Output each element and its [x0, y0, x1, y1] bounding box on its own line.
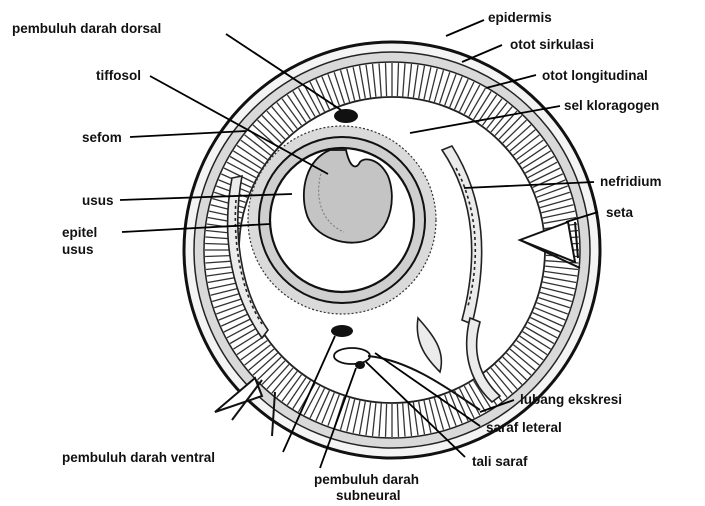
label-otot-longitudinal: otot longitudinal — [542, 68, 648, 83]
label-nefridium: nefridium — [600, 174, 662, 189]
label-seta: seta — [606, 205, 634, 220]
label-usus: usus — [82, 193, 114, 208]
label-tali-saraf: tali saraf — [472, 454, 528, 469]
label-pembuluh-darah-dorsal: pembuluh darah dorsal — [12, 21, 161, 36]
label-pembuluh-darah-subneural-line1: pembuluh darah — [314, 472, 419, 487]
label-tiffosol: tiffosol — [96, 68, 141, 83]
label-lubang-ekskresi: lubang ekskresi — [520, 392, 622, 407]
label-sel-kloragogen: sel kloragogen — [564, 98, 659, 113]
dorsal-blood-vessel — [334, 109, 358, 123]
intestine — [248, 126, 436, 314]
label-epitel-usus-line2: usus — [62, 242, 94, 257]
ventral-blood-vessel — [331, 325, 353, 337]
typhlosole — [304, 150, 392, 243]
label-sefom: sefom — [82, 130, 122, 145]
label-epitel-usus-line1: epitel — [62, 225, 97, 240]
label-saraf-leteral: saraf leteral — [486, 420, 562, 435]
label-epidermis: epidermis — [488, 10, 552, 25]
subneural-blood-vessel — [355, 361, 365, 369]
label-otot-sirkulasi: otot sirkulasi — [510, 37, 594, 52]
label-pembuluh-darah-subneural-line2: subneural — [336, 488, 401, 503]
label-pembuluh-darah-ventral: pembuluh darah ventral — [62, 450, 215, 465]
nerve-cord — [334, 348, 370, 364]
